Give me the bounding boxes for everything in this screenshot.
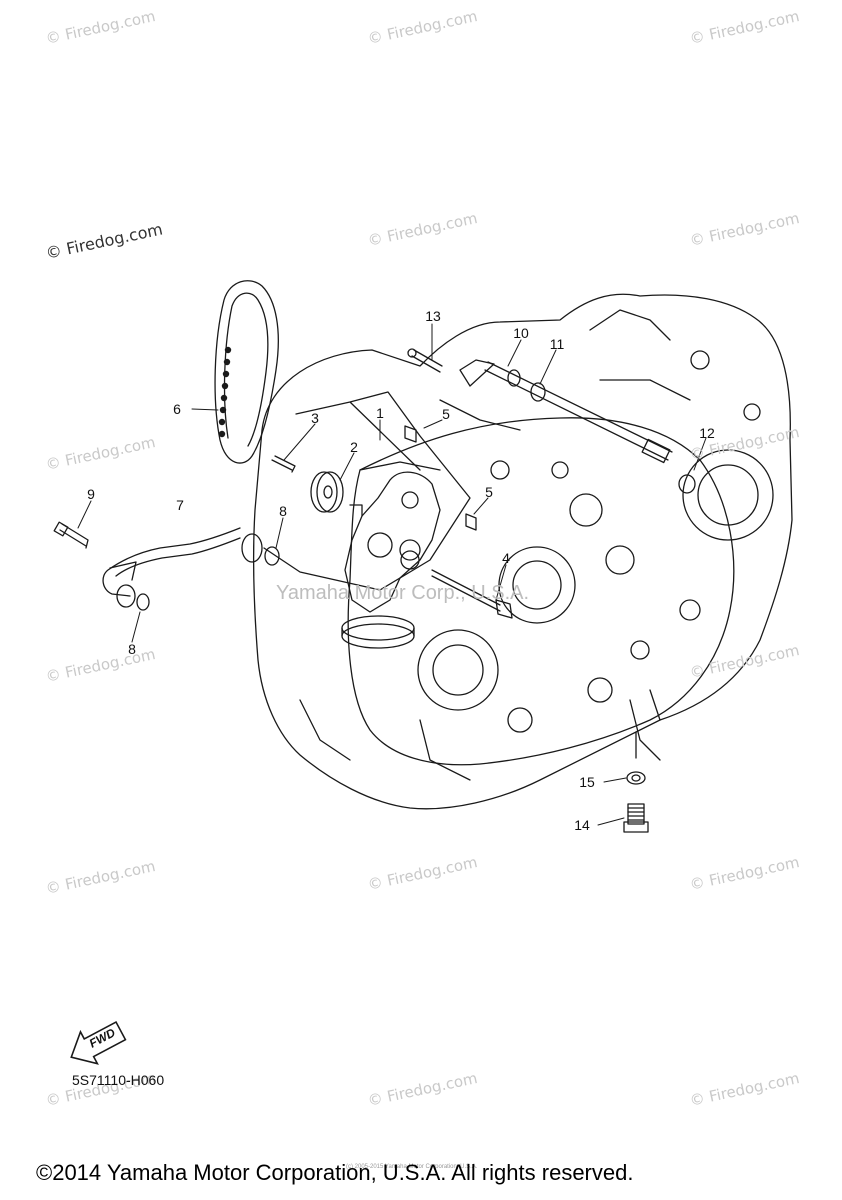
oil-pump-body (344, 471, 441, 613)
callout-15: 15 (579, 774, 595, 790)
bearing-boss-center (498, 546, 576, 624)
crankcase-outline (252, 293, 793, 810)
callout-6: 6 (173, 401, 181, 417)
union-bolt (59, 523, 89, 549)
shift-shaft (484, 361, 673, 461)
callout-11: 11 (549, 336, 565, 352)
callout-14: 14 (574, 817, 590, 833)
bearing-boss-left (417, 629, 499, 711)
center-watermark: Yamaha Motor Corp., U.S.A. (276, 582, 530, 604)
shaft-bolt (411, 349, 443, 373)
drain-plug (627, 803, 645, 825)
direction-badge (70, 1020, 127, 1065)
o-ring-upper (264, 546, 280, 566)
pump-bolt (431, 569, 501, 612)
copyright-notice: ©2014 Yamaha Motor Corporation, U.S.A. A… (36, 1160, 634, 1185)
callout-13: 13 (425, 308, 441, 324)
bearing-boss-right (682, 449, 774, 541)
callout-10: 10 (513, 325, 529, 341)
diagram-code: 5S71110-H060 (72, 1072, 165, 1088)
o-ring-lower (136, 593, 150, 611)
callout-2: 2 (350, 439, 358, 455)
callout-3: 3 (311, 410, 319, 426)
oil-pump-gear (316, 471, 344, 513)
callout-8-upper: 8 (279, 503, 287, 519)
callout-8-lower: 8 (128, 641, 136, 657)
drive-chain (214, 280, 279, 464)
callout-5-upper: 5 (442, 406, 450, 422)
callout-12: 12 (699, 425, 715, 441)
gear-bolt (271, 455, 296, 473)
drain-washer (626, 771, 646, 785)
oil-delivery-pipe (102, 527, 241, 597)
callout-5-lower: 5 (485, 484, 493, 500)
plug-o-ring (678, 474, 696, 494)
callout-7: 7 (176, 497, 184, 513)
callout-9: 9 (87, 486, 95, 502)
crankcase-inner-rim (347, 417, 735, 766)
shaft-o-ring (530, 382, 546, 402)
fine-print: (c) 2005-2015 Yamaha Motor Corporation, … (346, 1164, 478, 1170)
callout-1: 1 (376, 405, 384, 421)
callout-4: 4 (502, 550, 510, 566)
